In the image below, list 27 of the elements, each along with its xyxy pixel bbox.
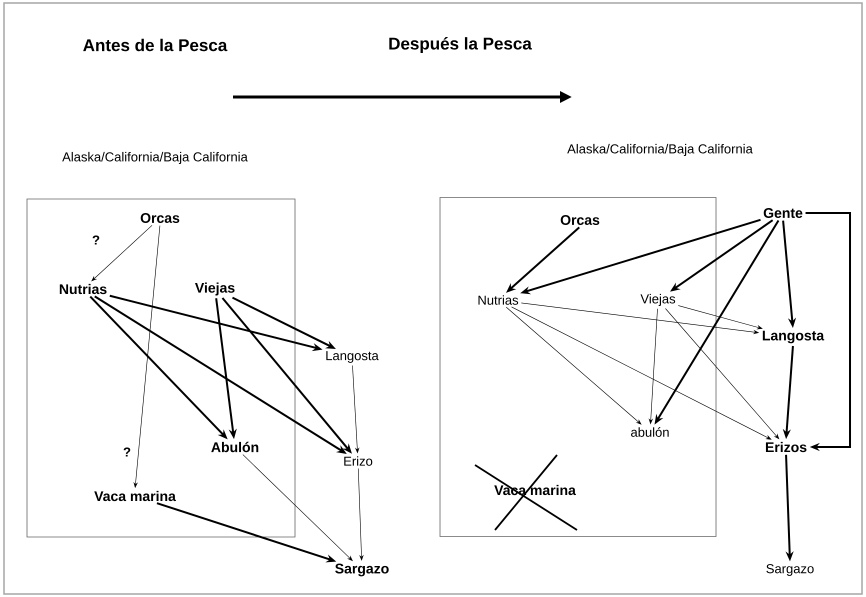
heading: Después la Pesca <box>389 37 532 53</box>
arrow <box>91 225 152 282</box>
species-label: Langosta <box>762 330 824 344</box>
species-label: Sargazo <box>766 564 814 576</box>
arrow <box>806 212 852 452</box>
heading: Antes de la Pesca <box>83 38 228 52</box>
species-label: Viejas <box>640 294 676 306</box>
species-label: abulón <box>631 427 669 437</box>
panel-box <box>440 197 716 537</box>
region-label: Alaska/California/Baja California <box>567 144 753 156</box>
species-label: Gente <box>764 208 802 218</box>
panel-box <box>26 198 296 538</box>
question-mark: ? <box>92 235 100 245</box>
species-label: Vaca marina <box>94 490 176 502</box>
species-label: Nutrias <box>478 295 518 305</box>
species-label: Orcas <box>140 213 180 223</box>
species-label: Nutrias <box>60 284 107 294</box>
species-label: Erizo <box>344 456 372 466</box>
question-mark: ? <box>124 447 130 457</box>
species-label: Erizos <box>766 442 806 452</box>
region-label: Alaska/California/Baja California <box>62 152 248 164</box>
species-label: Langosta <box>326 351 379 363</box>
species-label: Abulón <box>211 442 258 452</box>
arrow <box>665 308 780 440</box>
species-label: Orcas <box>560 215 600 225</box>
species-label: Viejas <box>195 282 235 296</box>
species-label: Sargazo <box>335 564 389 576</box>
